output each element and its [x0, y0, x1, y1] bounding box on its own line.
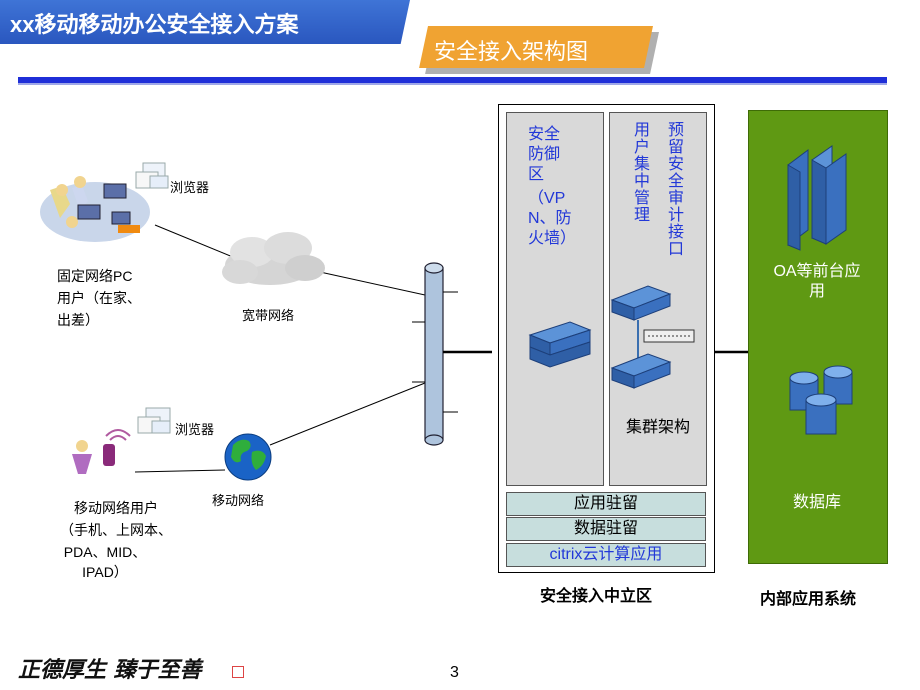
vpn-server-icon: [528, 321, 592, 368]
audit-char: 全: [668, 173, 685, 190]
fixed-users-label-line1: 固定网络PC: [57, 268, 133, 284]
user-mgmt-char: 中: [634, 173, 651, 190]
connector-mobile-users: [134, 469, 226, 473]
mobile-users-label-line2: （手机、上网本、: [60, 522, 172, 538]
cluster-label: 集群架构: [626, 419, 691, 436]
oa-label-line1: OA等前台应: [773, 263, 861, 280]
page-subtitle: 安全接入架构图: [434, 39, 589, 64]
network-bus-icon: [412, 262, 492, 446]
mobile-user-icon: [72, 429, 131, 474]
security-zone-line6: 火墙）: [528, 230, 577, 247]
internal-caption: 内部应用系统: [760, 591, 857, 608]
connector-mobile-net: [269, 382, 426, 446]
header-rule-shadow: [18, 83, 887, 85]
browser-thumbnail-2: [137, 407, 171, 434]
security-zone-line2: 防御: [528, 146, 561, 163]
dmz-caption: 安全接入中立区: [540, 588, 653, 605]
user-mgmt-char: 集: [634, 156, 651, 173]
fixed-users-label-line2: 用户（在家、: [57, 290, 141, 306]
oa-label-line2: 用: [808, 283, 825, 300]
seal-stamp-icon: [232, 666, 244, 678]
mobile-net-label: 移动网络: [212, 493, 265, 508]
security-zone-line3: 区: [528, 166, 545, 183]
strip-app-resident: 应用驻留: [506, 492, 706, 516]
dmz-servers: [528, 285, 695, 389]
motto-calligraphy: 正德厚生 臻于至善: [18, 657, 202, 683]
connector-fixed-users: [154, 224, 246, 263]
user-mgmt-char: 理: [634, 207, 651, 224]
audit-char: 接: [668, 224, 685, 241]
broadband-label: 宽带网络: [242, 308, 295, 323]
security-zone-panel: [506, 112, 604, 486]
browser-label-2: 浏览器: [175, 422, 215, 437]
security-zone-line5: N、防: [528, 210, 572, 227]
audit-char: 口: [668, 241, 685, 258]
user-mgmt-vertical-label: 用 户 集 中 管 理: [634, 122, 652, 224]
fixed-users-label-line3: 出差）: [57, 312, 99, 328]
cluster-server-top-icon: [610, 285, 672, 321]
db-label: 数据库: [792, 494, 841, 511]
mobile-users-label-line1: 移动网络用户: [74, 500, 158, 516]
browser-label-1: 浏览器: [170, 180, 210, 195]
database-icon: [789, 365, 853, 435]
security-zone-line4: （VP: [528, 190, 566, 207]
security-zone-line1: 安全: [528, 126, 561, 143]
page-number: 3: [450, 664, 459, 681]
audit-char: 安: [668, 156, 685, 173]
cluster-switch-icon: [643, 329, 695, 343]
browser-thumbnail-1: [135, 162, 169, 189]
strip-data-resident: 数据驻留: [506, 517, 706, 541]
strip-citrix: citrix云计算应用: [506, 543, 706, 567]
cloud-icon: [222, 232, 325, 285]
globe-icon: [224, 433, 272, 481]
audit-vertical-label: 预 留 安 全 审 计 接 口: [668, 122, 686, 258]
fixed-users-icon: [40, 176, 150, 242]
audit-char: 预: [668, 122, 685, 139]
user-mgmt-char: 户: [634, 139, 651, 156]
user-mgmt-char: 用: [634, 122, 651, 139]
audit-char: 审: [668, 190, 685, 207]
mobile-users-label-line4: IPAD）: [82, 564, 128, 580]
connector-broadband: [319, 271, 426, 296]
audit-char: 留: [668, 139, 685, 156]
mobile-users-label-line3: PDA、MID、: [63, 544, 147, 560]
page-title: xx移动移动办公安全接入方案: [10, 12, 299, 37]
audit-char: 计: [668, 207, 685, 224]
user-mgmt-char: 管: [634, 190, 651, 207]
header-rule: [18, 77, 887, 83]
oa-server-icon: [787, 145, 847, 251]
cluster-server-bottom-icon: [610, 353, 672, 389]
internal-icons: [787, 145, 853, 435]
